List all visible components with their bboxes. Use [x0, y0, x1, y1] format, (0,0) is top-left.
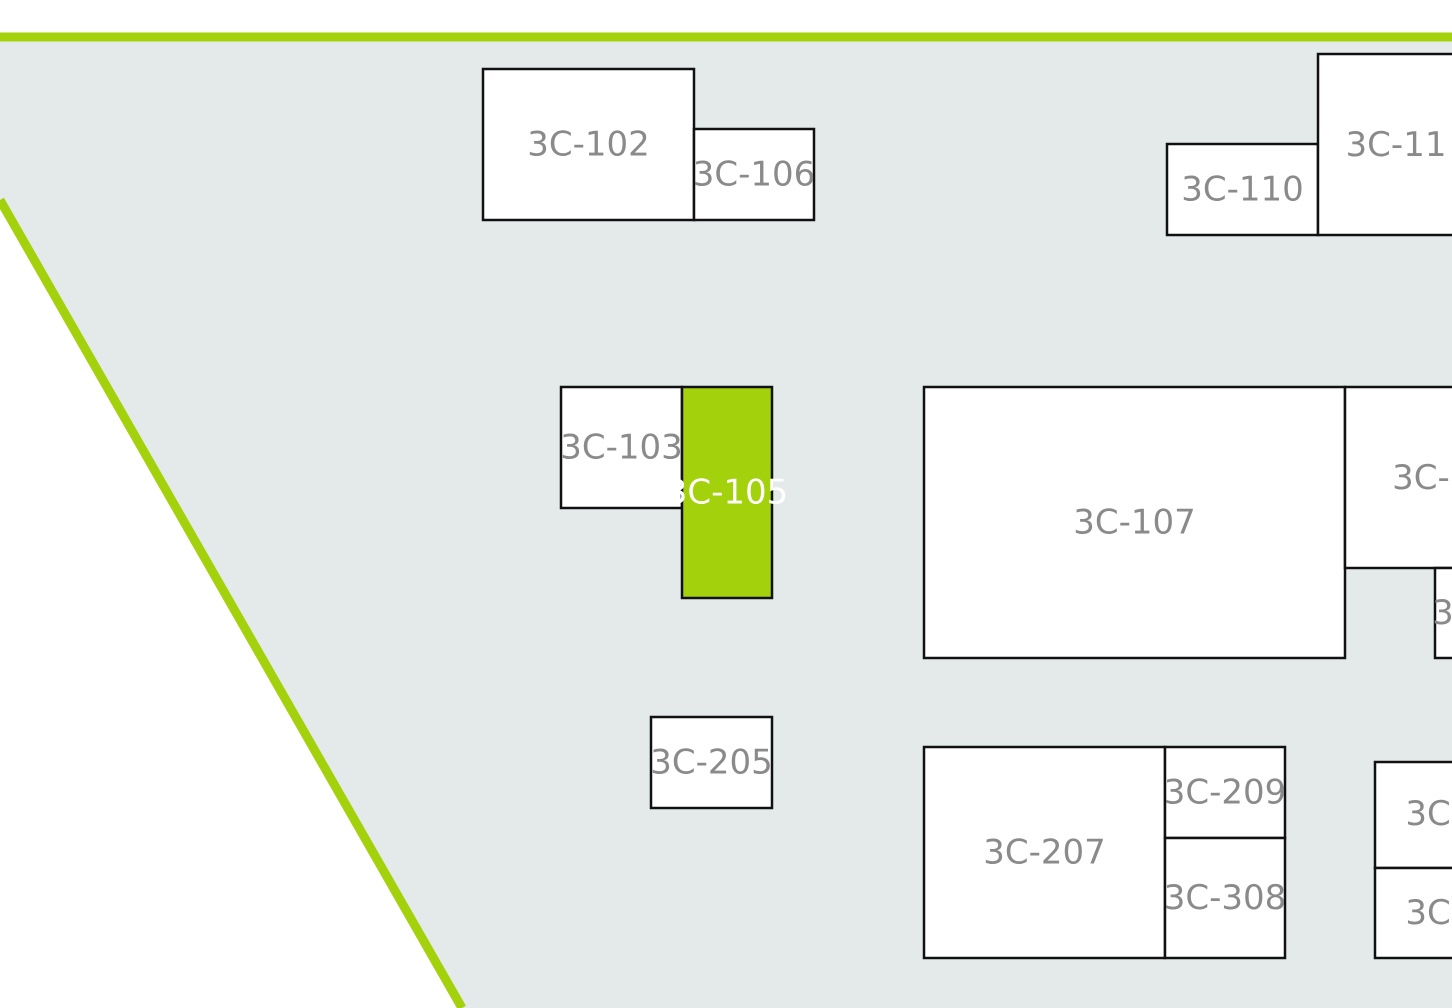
booth-3c-209[interactable]: 3C-209 — [1163, 745, 1287, 840]
booth-shape[interactable] — [692, 127, 816, 222]
booth-shape[interactable] — [680, 385, 774, 600]
booth-3c-11x[interactable]: 3C-11 — [1316, 52, 1452, 237]
booth-3c-106[interactable]: 3C-106 — [692, 127, 816, 222]
booth-shape[interactable] — [559, 385, 684, 510]
booth-3c-205[interactable]: 3C-205 — [649, 715, 774, 810]
booth-3c-207[interactable]: 3C-207 — [922, 745, 1167, 960]
booth-3c-102[interactable]: 3C-102 — [481, 67, 696, 222]
booth-shape[interactable] — [922, 745, 1167, 960]
booth-3c-107[interactable]: 3C-107 — [922, 385, 1347, 660]
booth-shape[interactable] — [649, 715, 774, 810]
booth-shape[interactable] — [1343, 385, 1452, 570]
booth-shape[interactable] — [1316, 52, 1452, 237]
booth-3c-right-4[interactable]: 3C — [1373, 866, 1452, 960]
booth-3c-103[interactable]: 3C-103 — [559, 385, 684, 510]
booth-shape[interactable] — [922, 385, 1347, 660]
booth-shape[interactable] — [1165, 142, 1320, 237]
booth-3c-110[interactable]: 3C-110 — [1165, 142, 1320, 237]
booth-3c-right-2[interactable]: 3 — [1432, 566, 1452, 660]
booth-shape[interactable] — [1433, 566, 1452, 660]
booth-3c-308[interactable]: 3C-308 — [1163, 836, 1287, 960]
booth-shape[interactable] — [1373, 760, 1452, 870]
booth-3c-105[interactable]: 3C-105 — [666, 385, 789, 600]
booth-3c-right-1[interactable]: 3C- — [1343, 385, 1452, 570]
booth-shape[interactable] — [481, 67, 696, 222]
hall-diagonal-wall — [0, 197, 466, 1008]
booth-3c-right-3[interactable]: 3C — [1373, 760, 1452, 870]
booth-shape[interactable] — [1373, 866, 1452, 960]
booth-shape[interactable] — [1163, 836, 1287, 960]
booth-shape[interactable] — [1163, 745, 1287, 840]
